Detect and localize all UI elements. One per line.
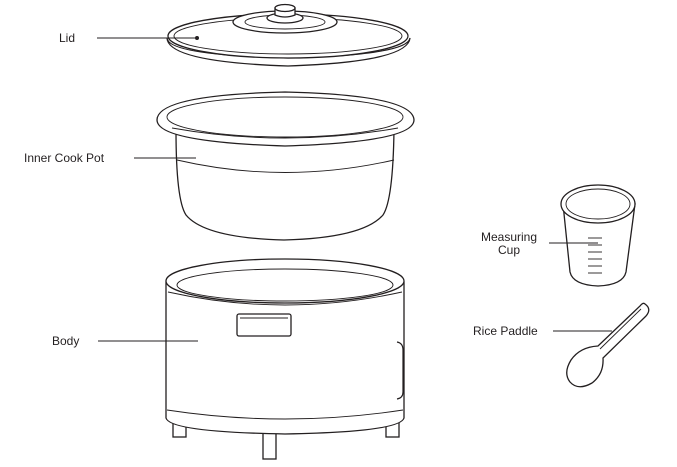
lid-part xyxy=(166,3,411,67)
inner-cook-pot-label: Inner Cook Pot xyxy=(24,151,105,165)
body-label: Body xyxy=(52,334,80,348)
body-part xyxy=(165,258,405,460)
measuring-cup-part xyxy=(560,184,636,287)
measuring-cup-label-line2: Cup xyxy=(497,243,520,257)
measuring-cup-label: Measuring Cup xyxy=(474,231,544,257)
rice-paddle-label: Rice Paddle xyxy=(473,324,538,338)
lid-label: Lid xyxy=(59,31,76,45)
inner-cook-pot-part xyxy=(156,91,415,241)
rice-paddle-part xyxy=(566,302,650,388)
measuring-cup-label-line1: Measuring xyxy=(480,230,538,244)
